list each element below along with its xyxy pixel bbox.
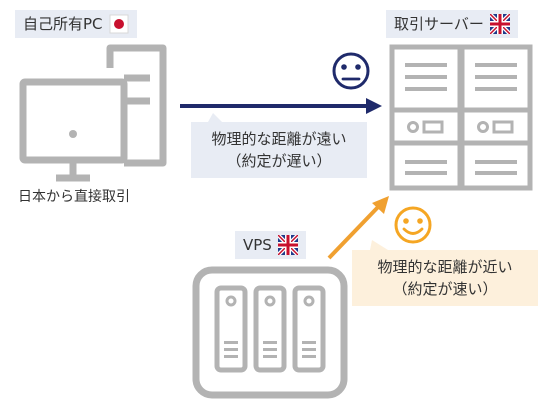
far-callout-line2: （約定が遅い） <box>226 152 332 170</box>
uk-flag-icon <box>277 235 298 255</box>
near-callout-line2: （約定が速い） <box>392 280 498 298</box>
trading-server-label-text: 取引サーバー <box>394 15 484 33</box>
trading-server-icon <box>389 44 533 191</box>
far-callout-line1: 物理的な距離が遠い <box>211 130 347 148</box>
near-callout-pointer <box>370 240 388 250</box>
direct-trading-caption: 日本から直接取引 <box>18 189 130 205</box>
smiling-face-icon <box>394 206 432 244</box>
far-callout-pointer <box>208 113 222 122</box>
far-distance-callout: 物理的な距離が遠い （約定が遅い） <box>191 122 367 178</box>
vps-label-text: VPS <box>243 236 272 254</box>
trading-server-label: 取引サーバー <box>386 10 518 38</box>
vps-label: VPS <box>235 231 306 259</box>
near-connection-arrow <box>327 196 389 260</box>
japan-flag-icon <box>109 14 129 34</box>
uk-flag-icon <box>489 14 510 34</box>
near-distance-callout: 物理的な距離が近い （約定が速い） <box>352 250 538 306</box>
near-callout-line1: 物理的な距離が近い <box>377 258 513 276</box>
far-connection-arrow <box>180 98 382 114</box>
vps-icon <box>192 266 348 399</box>
desktop-pc-icon <box>19 44 167 182</box>
own-pc-label-text: 自己所有PC <box>23 15 103 33</box>
neutral-face-icon <box>332 52 370 90</box>
own-pc-label: 自己所有PC <box>15 10 137 38</box>
